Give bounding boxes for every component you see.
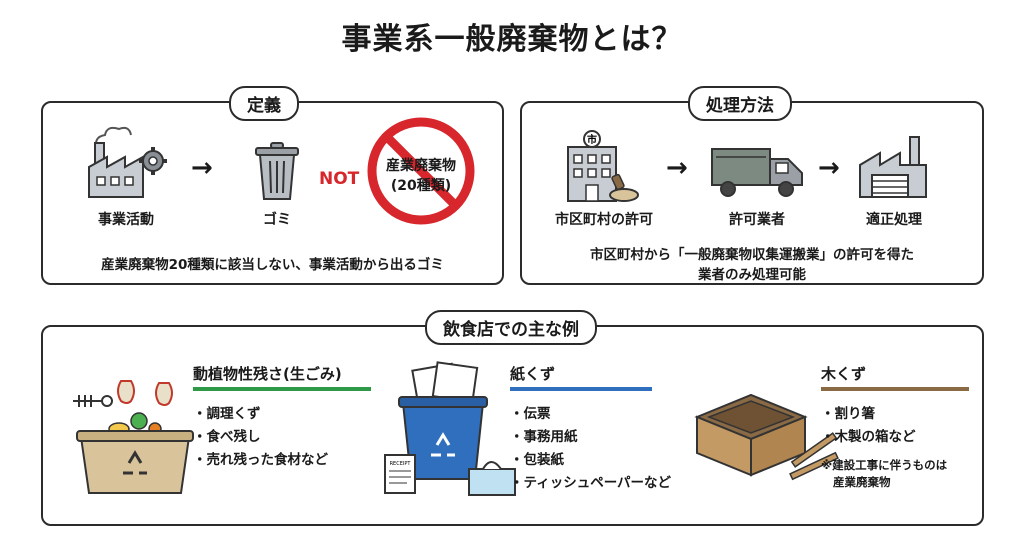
city-hall-icon: 市 [567, 130, 639, 202]
garbage-truck-icon [711, 148, 803, 197]
list-item: 木製の箱など [821, 426, 916, 449]
wood-waste-title: 木くず [821, 365, 867, 383]
food-residue-list: 調理くず 食べ残し 売れ残った食材など [193, 403, 329, 472]
list-item: 割り箸 [821, 403, 916, 426]
processing-facility-icon [859, 136, 927, 198]
wood-waste-bar [821, 387, 969, 391]
list-item: ティッシュペーパーなど [510, 472, 672, 495]
arrow-right-icon: → [191, 153, 213, 183]
paper-waste-bin-icon: RECEIPT [384, 361, 516, 496]
garbage-label: ゴミ [263, 212, 291, 228]
factory-icon [88, 126, 167, 198]
method-panel: 処理方法 市 市区町村の許可 → 許可業者 → 適正処理 市区町村から「一般廃棄… [520, 86, 984, 285]
wooden-box-icon [694, 393, 839, 481]
list-item: 食べ残し [193, 426, 328, 449]
paper-waste-list: 伝票 事務用紙 包装紙 ティッシュペーパーなど [510, 403, 672, 495]
page-title: 事業系一般廃棄物とは？ [341, 22, 683, 57]
construction-note-line2: 産業廃棄物 [833, 475, 891, 489]
arrow-right-icon: → [666, 153, 688, 183]
receipt-text: RECEIPT [390, 461, 412, 467]
definition-description: 産業廃棄物20種類に該当しない、事業活動から出るゴミ [101, 257, 444, 273]
list-item: 伝票 [510, 403, 671, 426]
paper-waste-bar [510, 387, 652, 391]
method-heading: 処理方法 [688, 86, 792, 121]
paper-waste-title: 紙くず [510, 365, 556, 383]
proper-disposal-label: 適正処理 [866, 212, 922, 228]
trash-can-icon [255, 142, 299, 200]
examples-panel: 飲食店での主な例 動植物性残さ(生ごみ) 調理くず 食べ残し 売れ残った食材など [41, 310, 984, 526]
method-description-line1: 市区町村から「一般廃棄物収集運搬業」の許可を得た [590, 247, 914, 263]
wood-waste-list: 割り箸 木製の箱など [821, 403, 916, 449]
not-label: NOT [319, 169, 360, 189]
food-residue-bar [193, 387, 371, 391]
food-residue-title: 動植物性残さ(生ごみ) [193, 365, 342, 383]
city-sign-char: 市 [587, 133, 597, 146]
list-item: 売れ残った食材など [193, 449, 329, 472]
method-description-line2: 業者のみ処理可能 [698, 267, 806, 283]
food-waste-bin-icon [73, 380, 194, 494]
list-item: 事務用紙 [510, 426, 671, 449]
list-item: 包装紙 [510, 449, 671, 472]
twenty-types-label: (20種類) [390, 178, 452, 194]
construction-note-line1: ※建設工事に伴うものは [821, 458, 948, 472]
business-activity-label: 事業活動 [98, 212, 154, 228]
industrial-waste-label: 産業廃棄物 [386, 158, 456, 174]
definition-panel: 定義 事業活動 → ゴミ NOT 産業廃棄物 (20種類) 産業廃棄物20種類に… [41, 86, 504, 285]
municipal-permit-label: 市区町村の許可 [555, 212, 653, 228]
definition-heading: 定義 [229, 86, 299, 121]
list-item: 調理くず [193, 403, 328, 426]
prohibition-icon [367, 117, 475, 225]
licensed-operator-label: 許可業者 [729, 212, 785, 228]
arrow-right-icon: → [818, 153, 840, 183]
examples-heading: 飲食店での主な例 [425, 310, 597, 345]
